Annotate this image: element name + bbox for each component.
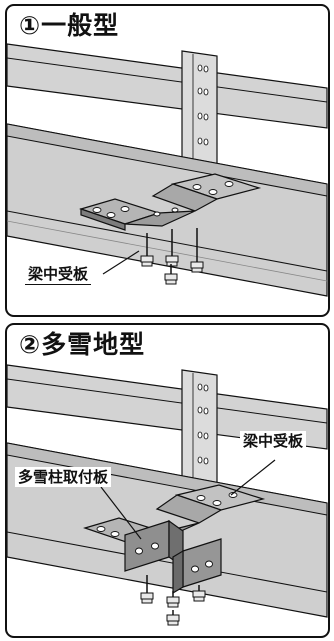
upper-beam (7, 364, 328, 450)
panel-heavy-snow-type: ②多雪地型 梁中受板 多雪柱取付板 (5, 323, 330, 638)
upper-beam (7, 43, 328, 129)
label-beam-bracket: 梁中受板 (240, 431, 307, 451)
beam-bracket (79, 173, 262, 231)
general-type-illustration (7, 43, 328, 297)
label-leader-plate (100, 486, 142, 540)
label-leader (102, 250, 140, 275)
snow-post-plate (124, 519, 222, 595)
panel-title: ②多雪地型 (17, 329, 150, 363)
screws (140, 575, 206, 626)
label-beam-bracket: 梁中受板 (25, 264, 92, 285)
panel-general-type: ①一般型 梁中受板 (5, 4, 330, 317)
label-snow-post-plate: 多雪柱取付板 (15, 467, 112, 487)
label-leader-bracket (230, 459, 276, 496)
panel-title: ①一般型 (17, 10, 124, 44)
screws (140, 228, 204, 285)
